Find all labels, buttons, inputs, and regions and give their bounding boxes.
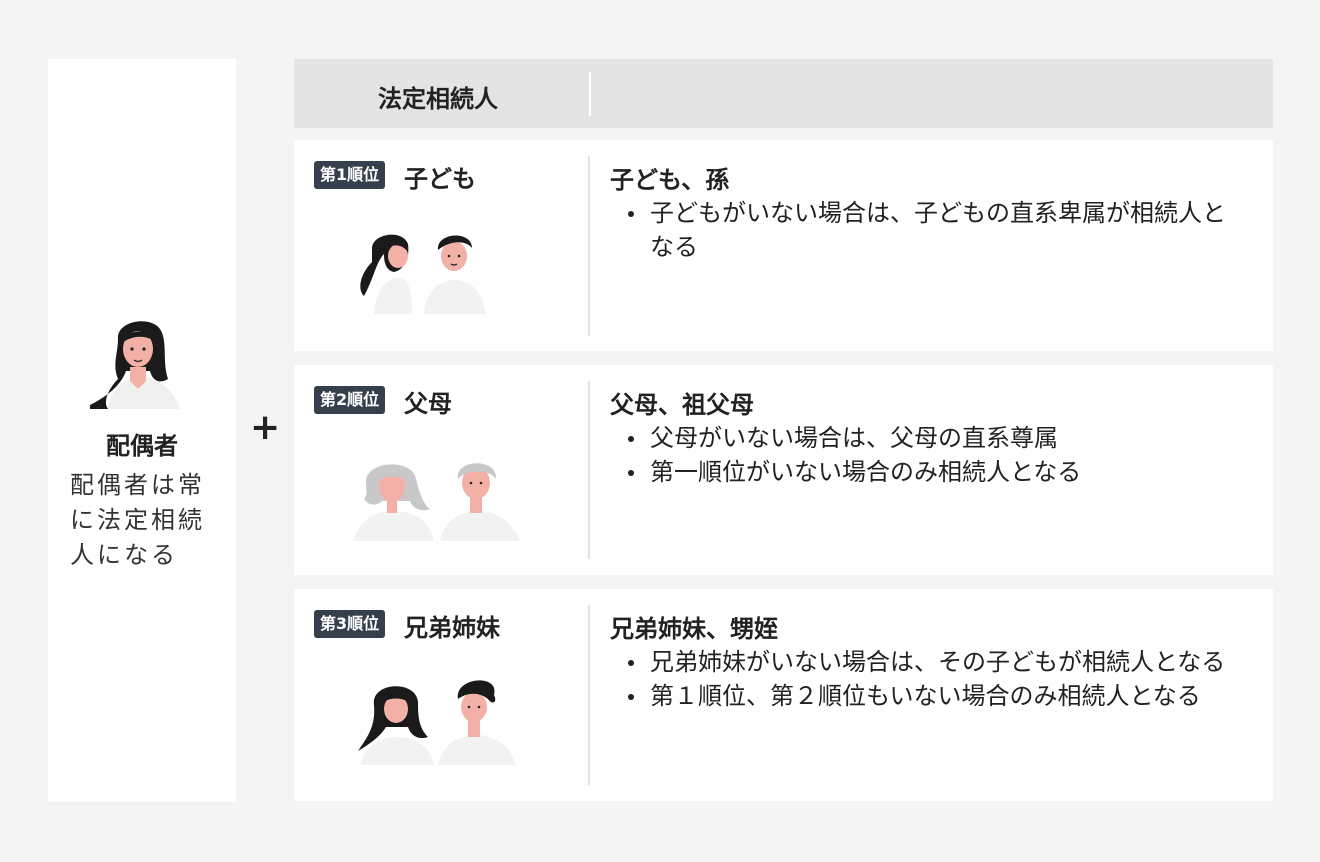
detail-title: 兄弟姉妹、甥姪 [610,615,778,643]
card-divider [588,156,590,336]
card-divider [588,381,590,559]
rank-name: 子ども [404,165,476,193]
detail-title: 父母、祖父母 [610,391,754,419]
spouse-description: 配偶者は常に法定相続人になる [70,471,205,569]
detail-list: 父母がいない場合は、父母の直系尊属 第一順位がいない場合のみ相続人となる [626,421,1236,489]
rank-card-1: 第1順位 子ども 子ども、孫 子どもがいない場合は、子どもの直系卑属が相続人とな… [294,140,1273,351]
spouse-woman-icon [90,321,180,409]
detail-bullet: 第１順位、第２順位もいない場合のみ相続人となる [626,679,1236,713]
detail-title: 子ども、孫 [610,166,730,194]
detail-bullet: 兄弟姉妹がいない場合は、その子どもが相続人となる [626,645,1236,679]
detail-bullet: 父母がいない場合は、父母の直系尊属 [626,421,1236,455]
children-illustration-icon [360,234,486,314]
detail-list: 子どもがいない場合は、子どもの直系卑属が相続人となる [626,196,1236,264]
detail-bullet: 子どもがいない場合は、子どもの直系卑属が相続人となる [626,196,1236,264]
siblings-illustration-icon [358,680,516,765]
rank-badge: 第1順位 [314,161,386,189]
spouse-panel: 配偶者 配偶者は常に法定相続人になる [48,59,236,802]
rank-badge: 第3順位 [314,610,386,638]
header-divider [589,72,591,116]
plus-sign: + [250,407,281,448]
card-divider [588,605,590,785]
spouse-title: 配偶者 [106,432,178,460]
rank-name: 父母 [404,390,452,418]
rank-badge: 第2順位 [314,386,386,414]
detail-list: 兄弟姉妹がいない場合は、その子どもが相続人となる 第１順位、第２順位もいない場合… [626,645,1236,713]
rank-card-3: 第3順位 兄弟姉妹 兄弟姉妹、甥姪 兄弟姉妹がいない場合は、その子どもが相続人と… [294,589,1273,801]
rank-name: 兄弟姉妹 [404,614,500,642]
heirs-header: 法定相続人 [294,59,1273,128]
detail-bullet: 第一順位がいない場合のみ相続人となる [626,455,1236,489]
rank-card-2: 第2順位 父母 父母、祖父母 父母がいない場合は、父母の直系尊属 第一順位がいな… [294,365,1273,575]
heirs-header-title: 法定相続人 [378,85,498,113]
parents-illustration-icon [354,463,520,541]
